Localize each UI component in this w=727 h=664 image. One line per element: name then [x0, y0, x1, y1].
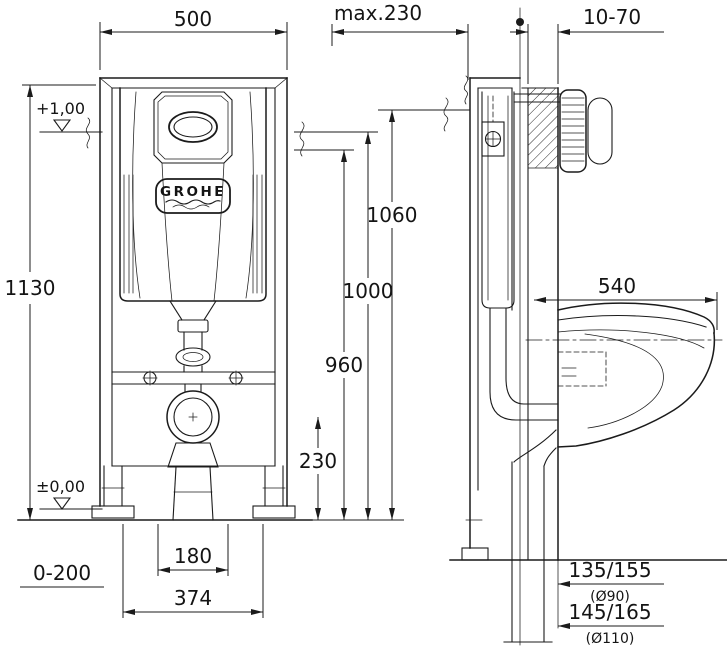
- dim-group-540: 540: [534, 274, 718, 330]
- grohe-logo: GROHE: [155, 178, 231, 214]
- cistern: [119, 87, 267, 302]
- dim-1130: 1130: [5, 276, 56, 300]
- dim-0-200: 0-200: [33, 561, 91, 585]
- dim-500: 500: [174, 7, 212, 31]
- dim-group-10-70: 10-70: [510, 5, 664, 84]
- level-zero: ±0,00: [36, 477, 85, 496]
- dim-1000: 1000: [343, 279, 394, 303]
- brand-wordmark: GROHE: [160, 184, 226, 200]
- dim-230: 230: [299, 449, 337, 473]
- datum-point: [516, 18, 524, 26]
- dim-540: 540: [598, 274, 636, 298]
- dim-group-500: 500: [99, 7, 288, 70]
- side-view: [449, 7, 727, 646]
- level-mark-zero: ±0,00: [36, 477, 103, 510]
- dim-group-1130: 1130: [5, 84, 96, 520]
- frame-feet: [91, 465, 296, 519]
- cistern-profile: [481, 91, 561, 309]
- flush-actuator-opening: [153, 91, 233, 164]
- dim-dia-90: (Ø90): [590, 589, 630, 605]
- break-mark: [299, 121, 305, 157]
- flush-plate: [559, 89, 613, 173]
- level-plus-100: +1,00: [36, 99, 85, 118]
- wall-hatch: [528, 88, 558, 168]
- dim-group-0-200: 0-200: [20, 561, 104, 588]
- wall-section: [521, 87, 559, 629]
- dim-145-165: 145/165: [568, 600, 651, 624]
- dim-group-outlets: 135/155 (Ø90) 145/165 (Ø110): [558, 558, 664, 647]
- dim-1060: 1060: [367, 203, 418, 227]
- break-mark: [463, 75, 469, 105]
- dim-group-374: 374: [122, 524, 264, 618]
- dim-135-155: 135/155: [568, 558, 651, 582]
- toilet-bowl: [525, 302, 723, 448]
- frame-rails: [99, 77, 288, 507]
- frame-profile: [461, 77, 521, 561]
- flush-pipe-and-drain: [142, 300, 244, 521]
- front-view: GROHE: [17, 77, 313, 521]
- dim-group-max230: max.230: [331, 1, 469, 105]
- level-mark-plus100: +1,00: [36, 99, 103, 149]
- dim-180: 180: [174, 544, 212, 568]
- dim-group-180: 180: [157, 524, 229, 576]
- dim-max-230: max.230: [334, 1, 422, 25]
- dim-960: 960: [325, 353, 363, 377]
- break-mark: [443, 97, 449, 132]
- pipework: [489, 307, 559, 643]
- break-mark: [85, 117, 91, 149]
- dim-dia-110: (Ø110): [586, 631, 635, 647]
- dim-group-heights: 230 960 1000 1060: [294, 97, 470, 521]
- dim-374: 374: [174, 586, 212, 610]
- dim-10-70: 10-70: [583, 5, 641, 29]
